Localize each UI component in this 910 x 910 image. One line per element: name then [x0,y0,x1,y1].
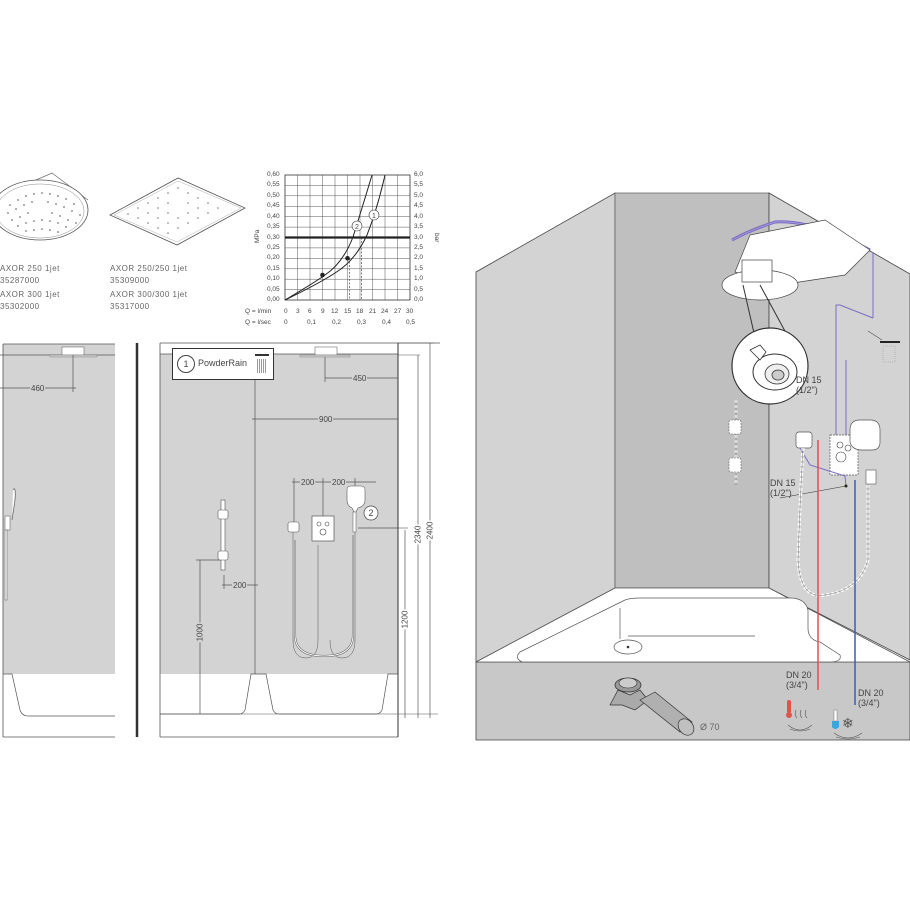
x2-axis-label: Q = l/sec [245,319,271,326]
y-tick: 0,50 [267,192,280,199]
y2-tick: 5,5 [414,181,424,188]
x2-tick: 0,2 [332,319,342,326]
y2-tick: 2,5 [414,244,424,251]
x-tick: 0 [284,308,288,315]
y2-tick: 1,5 [414,265,424,272]
square-showerhead-icon [109,177,246,246]
dn20-hot-inch-label: (3/4") [786,680,808,690]
hot-water-icon [786,700,813,732]
x-tick: 21 [369,308,377,315]
product-name: AXOR 300 1jet [0,290,60,299]
dn20-cold-inch-label: (3/4") [858,698,880,708]
product-code: 35317000 [110,302,150,311]
showerhead-bar-icon [255,354,269,356]
callout-label-powderrain: PowderRain [198,358,248,368]
dim-200-left: 200 [300,478,316,487]
elevation-drawings [0,342,440,738]
powderrain-callout: 1 PowderRain [172,348,274,380]
x2-tick: 0 [284,319,288,326]
svg-text:bar: bar [433,233,440,243]
dn15-mid-label: DN 15 [770,478,796,488]
elevation-lines [0,342,440,738]
dn15-mid-inch-label: (1/2") [770,488,792,498]
x-tick: 24 [381,308,389,315]
svg-text:MPa: MPa [254,229,261,243]
y2-tick: 1,0 [414,275,424,282]
product-round-head [0,165,90,245]
concealed-body-icon [721,219,871,301]
y2-tick: 0,0 [414,296,424,303]
x-tick: 27 [394,308,402,315]
x-tick: 6 [308,308,312,315]
svg-text:❄: ❄ [842,716,854,732]
chart-plot: 1 2 MPa bar [254,174,440,301]
dn15-top-inch-label: (1/2") [796,385,818,395]
product-name: AXOR 250 1jet [0,264,60,273]
y2-tick: 5,0 [414,192,424,199]
y2-tick: 4,5 [414,202,424,209]
y-tick: 0,40 [267,213,280,220]
product-name: AXOR 300/300 1jet [110,290,188,299]
y-tick: 0,20 [267,254,280,261]
y-tick: 0,35 [267,223,280,230]
dim-2400: 2400 [425,520,435,541]
y2-tick: 0,5 [414,286,424,293]
product-code: 35287000 [0,276,40,285]
y-tick: 0,10 [267,275,280,282]
y2-tick: 3,5 [414,223,424,230]
product-square-head [108,170,248,250]
y2-tick: 4,0 [414,213,424,220]
x-tick: 30 [406,308,414,315]
dn15-top-label: DN 15 [796,375,822,385]
product-code: 35302000 [0,302,40,311]
callout-number-2: 2 [368,508,374,518]
drain-diameter-label: Ø 70 [700,722,720,732]
y2-tick: 3,0 [414,234,424,241]
dim-2340: 2340 [413,524,423,545]
y-tick: 0,55 [267,181,280,188]
cold-water-icon: ❄ [832,709,863,740]
drain-trap-icon [609,677,695,736]
x-tick: 9 [321,308,325,315]
dim-1000: 1000 [195,622,205,643]
dim-1200: 1200 [400,609,410,630]
isometric-scene: ❄ [475,192,910,741]
x-tick: 18 [356,308,364,315]
y-tick: 0,60 [267,171,280,178]
x2-tick: 0,5 [406,319,416,326]
detail-magnifier-icon [731,284,809,405]
x2-tick: 0,3 [357,319,367,326]
dn20-cold-label: DN 20 [858,688,884,698]
isometric-installation-view: ❄ DN 15 (1/2") DN 15 (1/2") DN 20 (3/4")… [470,180,910,750]
x-tick: 3 [296,308,300,315]
x-tick: 12 [331,308,339,315]
dn20-hot-label: DN 20 [786,670,812,680]
y-tick: 0,45 [267,202,280,209]
flow-pressure-chart: 1 2 MPa bar 0,60 0,55 0,50 0,45 0,40 0,3… [245,165,445,330]
product-code: 35309000 [110,276,150,285]
powderrain-spray-icon [257,359,267,373]
y2-tick: 6,0 [414,171,424,178]
y-tick: 0,25 [267,244,280,251]
round-showerhead-icon [0,172,89,241]
svg-text:2: 2 [355,224,359,231]
y-tick: 0,30 [267,234,280,241]
product-name: AXOR 250/250 1jet [110,264,188,273]
y-tick: 0,00 [267,296,280,303]
dim-200-right: 200 [331,478,347,487]
x2-tick: 0,4 [382,319,392,326]
svg-text:1: 1 [372,213,376,220]
x2-tick: 0,1 [307,319,317,326]
dim-900: 900 [318,415,334,424]
x-tick: 15 [344,308,352,315]
y-tick: 0,05 [267,286,280,293]
y-tick: 0,15 [267,265,280,272]
y2-tick: 2,0 [414,254,424,261]
dim-200-bar: 200 [232,581,248,590]
callout-number-1: 1 [177,355,195,373]
dim-450: 450 [352,374,368,383]
dim-460: 460 [30,384,46,393]
x-axis-label: Q = l/min [245,308,272,315]
